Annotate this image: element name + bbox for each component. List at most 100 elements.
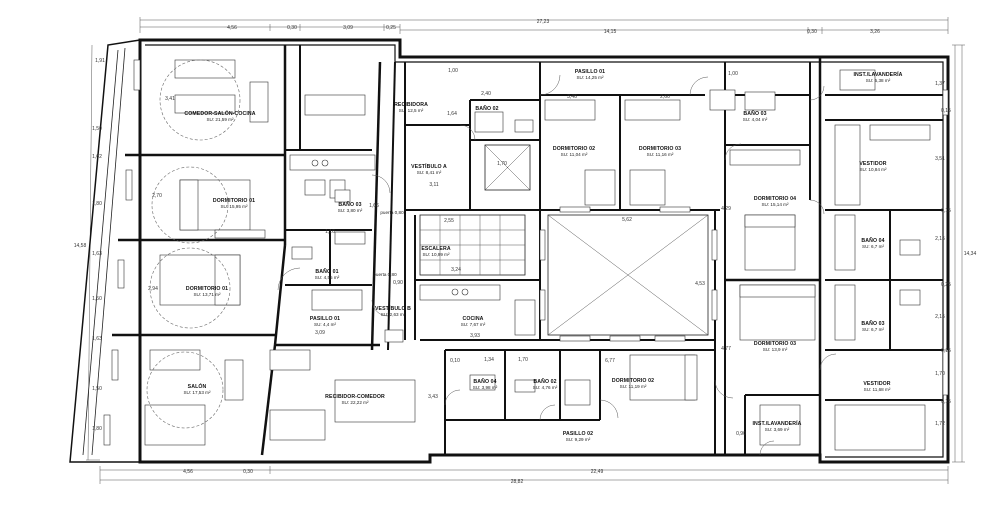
dimension-label: 28,82 bbox=[511, 479, 524, 485]
dimension-label: 1,66 bbox=[369, 203, 379, 209]
dimension-label: 2,94 bbox=[148, 286, 158, 292]
door-note: puerta 0,80 bbox=[373, 272, 397, 277]
room-area: SU: 4,55 m² bbox=[315, 275, 340, 280]
dimension-label: 3,11 bbox=[429, 182, 439, 188]
dimension-label: 4,77 bbox=[721, 346, 731, 352]
dimension-label: 6,77 bbox=[605, 358, 615, 364]
room-area: SU: 11,16 m² bbox=[647, 152, 674, 157]
room-label: BAÑO 03 bbox=[861, 320, 884, 327]
room-area: SU: 21,59 m² bbox=[206, 117, 234, 122]
dimension-label: 0,15 bbox=[941, 108, 951, 114]
dimension-label: 2,70 bbox=[152, 193, 162, 199]
room-area: SU: 13,71 m² bbox=[193, 292, 221, 297]
room-label: BAÑO 02 bbox=[475, 105, 498, 112]
dimension-label: 1,70 bbox=[497, 161, 507, 167]
dimension-label: 1,62 bbox=[92, 154, 102, 160]
room-label: BAÑO 02 bbox=[533, 378, 556, 385]
room-area: SU: 7,67 m² bbox=[461, 322, 486, 327]
room-area: SU: 10,99 m² bbox=[422, 252, 450, 257]
room-area: SU: 3,80 m² bbox=[338, 208, 363, 213]
room-area: SU: 22,22 m² bbox=[341, 400, 369, 405]
dimension-label: 1,00 bbox=[448, 68, 458, 74]
dimension-label: 0,90 bbox=[393, 280, 403, 286]
stairs bbox=[419, 144, 531, 276]
dimension-label: 0,25 bbox=[386, 25, 396, 31]
dimension-label: 3,51 bbox=[935, 156, 945, 162]
dimension-label: 14,34 bbox=[964, 251, 977, 257]
room-label: RECIBIDOR-COMEDOR bbox=[325, 394, 385, 400]
room-area: SU: 4,04 m² bbox=[743, 117, 768, 122]
room-label: DORMITORIO 03 bbox=[639, 146, 681, 152]
dimension-label: 3,09 bbox=[315, 330, 325, 336]
room-label: ESCALERA bbox=[421, 246, 450, 252]
room-label: BAÑO 03 bbox=[338, 201, 361, 208]
room-label: SALÓN bbox=[188, 382, 207, 390]
dimension-label: 4,56 bbox=[227, 25, 237, 31]
room-label: PASILLO 01 bbox=[310, 316, 340, 322]
dimension-label: 2,55 bbox=[444, 218, 454, 224]
dimension-label: 0,15 bbox=[941, 348, 951, 354]
dimension-label: 0,30 bbox=[243, 469, 253, 475]
room-area: SU: 6,7 m² bbox=[862, 327, 884, 332]
room-label: RECIBIDORA bbox=[394, 102, 428, 108]
dimension-label: 1,50 bbox=[92, 126, 102, 132]
dimension-label: 1,72 bbox=[935, 421, 945, 427]
dimension-label: 4,56 bbox=[183, 469, 193, 475]
dimension-label: 0,90 bbox=[736, 431, 746, 437]
room-label: DORMITORIO 02 bbox=[612, 378, 654, 384]
dimension-label: 0,30 bbox=[807, 29, 817, 35]
room-label: DORMITORIO 01 bbox=[186, 286, 228, 292]
dimension-label: 5,62 bbox=[622, 217, 632, 223]
room-area: SU: 11,04 m² bbox=[561, 152, 588, 157]
room-label: DORMITORIO 02 bbox=[553, 146, 595, 152]
dimension-label: 1,16 bbox=[325, 229, 335, 235]
room-area: SU: 8,41 m² bbox=[417, 170, 442, 175]
room-area: SU: 15,14 m² bbox=[761, 202, 789, 207]
room-label: BAÑO 03 bbox=[743, 110, 766, 117]
dimension-label: 1,00 bbox=[728, 71, 738, 77]
room-label: DORMITORIO 01 bbox=[213, 198, 255, 204]
room-label: DORMITORIO 03 bbox=[754, 341, 796, 347]
patio-void bbox=[547, 214, 709, 336]
room-label: VESTIDOR bbox=[863, 381, 890, 387]
room-area: SU: 2,63 m² bbox=[381, 312, 406, 317]
windows bbox=[103, 59, 949, 446]
dimension-label: 3,46 bbox=[567, 94, 577, 100]
room-label: PASILLO 02 bbox=[563, 431, 593, 437]
dimension-label: 2,15 bbox=[935, 236, 945, 242]
room-area: SU: 12,5 m² bbox=[399, 108, 424, 113]
room-area: SU: 4,76 m² bbox=[533, 385, 558, 390]
dimension-label: 3,09 bbox=[343, 25, 353, 31]
dimension-label: 1,50 bbox=[92, 386, 102, 392]
dimension-label: 1,63 bbox=[92, 251, 102, 257]
room-area: SU: 11,19 m² bbox=[620, 384, 647, 389]
note-labels: puerta 0,80 puerta 0,80 bbox=[373, 210, 404, 277]
dimension-label: 3,26 bbox=[870, 29, 880, 35]
room-label: DORMITORIO 04 bbox=[754, 196, 796, 202]
room-label: INST./LAVANDERÍA bbox=[854, 70, 903, 78]
room-label: VESTÍBULO A bbox=[411, 162, 447, 170]
room-area: SU: 14,25 m² bbox=[576, 75, 604, 80]
room-label: VESTIDOR bbox=[859, 161, 886, 167]
dimension-label: 14,58 bbox=[74, 243, 87, 249]
room-label: BAÑO 04 bbox=[473, 378, 496, 385]
dimension-label: 4,29 bbox=[721, 206, 731, 212]
dimension-label: 4,53 bbox=[695, 281, 705, 287]
dimension-label: 0,15 bbox=[941, 208, 951, 214]
dimension-label: 0,25 bbox=[941, 282, 951, 288]
room-area: SU: 3,69 m² bbox=[765, 427, 790, 432]
dimension-label: 2,40 bbox=[481, 91, 491, 97]
door-note: puerta 0,80 bbox=[380, 210, 404, 215]
room-area: SU: 11,68 m² bbox=[864, 387, 891, 392]
dimension-label: 1,80 bbox=[92, 201, 102, 207]
dimension-label: 0,15 bbox=[941, 399, 951, 405]
dimension-label: 22,49 bbox=[591, 469, 604, 475]
room-area: SU: 13,9 m² bbox=[763, 347, 788, 352]
dimension-label: 14,15 bbox=[604, 29, 617, 35]
room-label: PASILLO 01 bbox=[575, 69, 605, 75]
room-area: SU: 9,29 m² bbox=[566, 437, 591, 442]
dimension-label: 27,23 bbox=[537, 19, 550, 25]
dimension-label: 3,41 bbox=[165, 96, 175, 102]
